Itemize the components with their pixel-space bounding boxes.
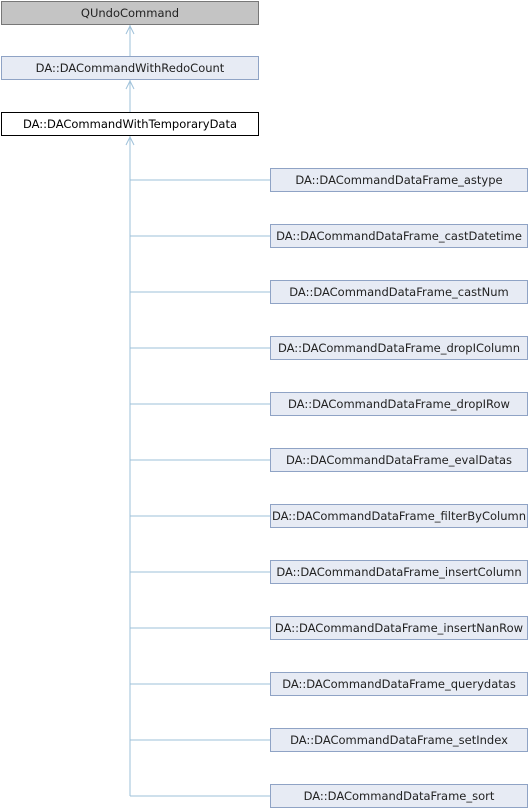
inherit-arrow-icon: [125, 79, 135, 90]
node-child-filterbycolumn[interactable]: DA::DACommandDataFrame_filterByColumn: [270, 504, 528, 528]
node-child-astype[interactable]: DA::DACommandDataFrame_astype: [270, 168, 528, 192]
node-child-dropicolumn[interactable]: DA::DACommandDataFrame_dropIColumn: [270, 336, 528, 360]
inherit-arrow-icon: [125, 24, 135, 35]
node-qundocommand[interactable]: QUndoCommand: [1, 1, 259, 25]
node-child-querydatas[interactable]: DA::DACommandDataFrame_querydatas: [270, 672, 528, 696]
inherit-arrow-icon: [125, 135, 135, 146]
node-child-setindex[interactable]: DA::DACommandDataFrame_setIndex: [270, 728, 528, 752]
node-child-castdatetime[interactable]: DA::DACommandDataFrame_castDatetime: [270, 224, 528, 248]
node-child-sort[interactable]: DA::DACommandDataFrame_sort: [270, 784, 528, 808]
node-child-evaldatas[interactable]: DA::DACommandDataFrame_evalDatas: [270, 448, 528, 472]
node-child-insertnanrow[interactable]: DA::DACommandDataFrame_insertNanRow: [270, 616, 528, 640]
node-child-dropirow[interactable]: DA::DACommandDataFrame_dropIRow: [270, 392, 528, 416]
node-dacommandwithtemporarydata[interactable]: DA::DACommandWithTemporaryData: [1, 112, 259, 136]
node-child-insertcolumn[interactable]: DA::DACommandDataFrame_insertColumn: [270, 560, 528, 584]
node-child-castnum[interactable]: DA::DACommandDataFrame_castNum: [270, 280, 528, 304]
node-dacommandwithredocount[interactable]: DA::DACommandWithRedoCount: [1, 56, 259, 80]
